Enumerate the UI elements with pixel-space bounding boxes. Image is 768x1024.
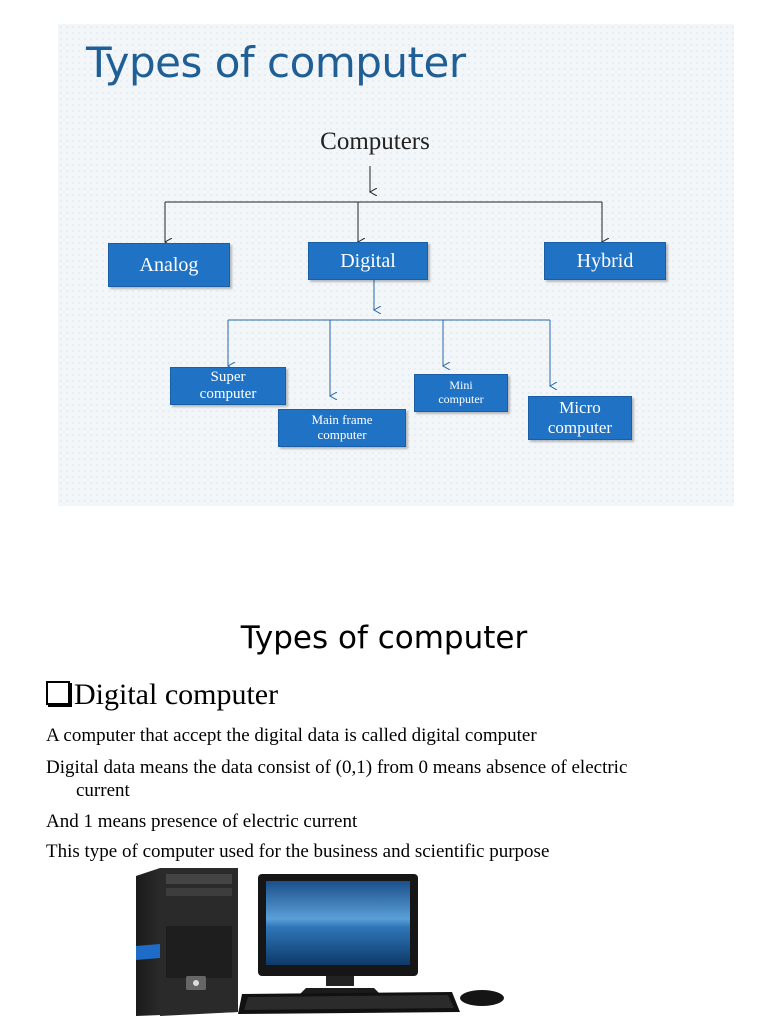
checkbox-bullet-icon xyxy=(46,681,70,705)
node-hybrid-label: Hybrid xyxy=(576,249,634,272)
bullet-heading-text: Digital computer xyxy=(74,678,279,711)
monitor xyxy=(258,874,418,994)
node-mini-line2: computer xyxy=(438,392,484,406)
desktop-computer-image xyxy=(136,868,504,1016)
tree-connectors xyxy=(58,166,734,506)
text-line-2b: current xyxy=(76,780,130,801)
text-line-2: Digital data means the data consist of (… xyxy=(46,756,736,802)
mouse xyxy=(460,990,504,1006)
node-super-line1: Super xyxy=(210,368,246,385)
node-mainframe-computer: Main frame computer xyxy=(278,409,406,447)
text-line-4: This type of computer used for the busin… xyxy=(46,841,550,862)
node-mainframe-line1: Main frame xyxy=(311,412,373,428)
text-line-3: And 1 means presence of electric current xyxy=(46,811,358,832)
node-analog: Analog xyxy=(108,243,230,287)
slide-title: Types of computer xyxy=(86,38,466,87)
node-mini-line1: Mini xyxy=(449,378,473,393)
bullet-heading: Digital computer xyxy=(46,678,278,712)
slide2-title: Types of computer xyxy=(240,620,528,656)
node-micro-computer: Micro computer xyxy=(528,396,632,440)
keyboard xyxy=(238,992,460,1014)
pc-tower xyxy=(136,868,238,1016)
node-digital-label: Digital xyxy=(340,249,396,272)
node-micro-line2: computer xyxy=(547,418,613,437)
text-line-2a: Digital data means the data consist of (… xyxy=(46,757,628,778)
node-analog-label: Analog xyxy=(139,253,199,276)
node-super-computer: Super computer xyxy=(170,367,286,405)
node-digital: Digital xyxy=(308,242,428,280)
slide-diagram: Types of computer Computers Analog Digit… xyxy=(58,24,734,506)
node-mini-computer: Mini computer xyxy=(414,374,508,412)
node-hybrid: Hybrid xyxy=(544,242,666,280)
text-line-1: A computer that accept the digital data … xyxy=(46,725,537,746)
root-node-computers: Computers xyxy=(320,128,430,155)
node-micro-line1: Micro xyxy=(559,398,601,418)
node-super-line2: computer xyxy=(199,386,257,402)
node-mainframe-line2: computer xyxy=(317,427,367,442)
